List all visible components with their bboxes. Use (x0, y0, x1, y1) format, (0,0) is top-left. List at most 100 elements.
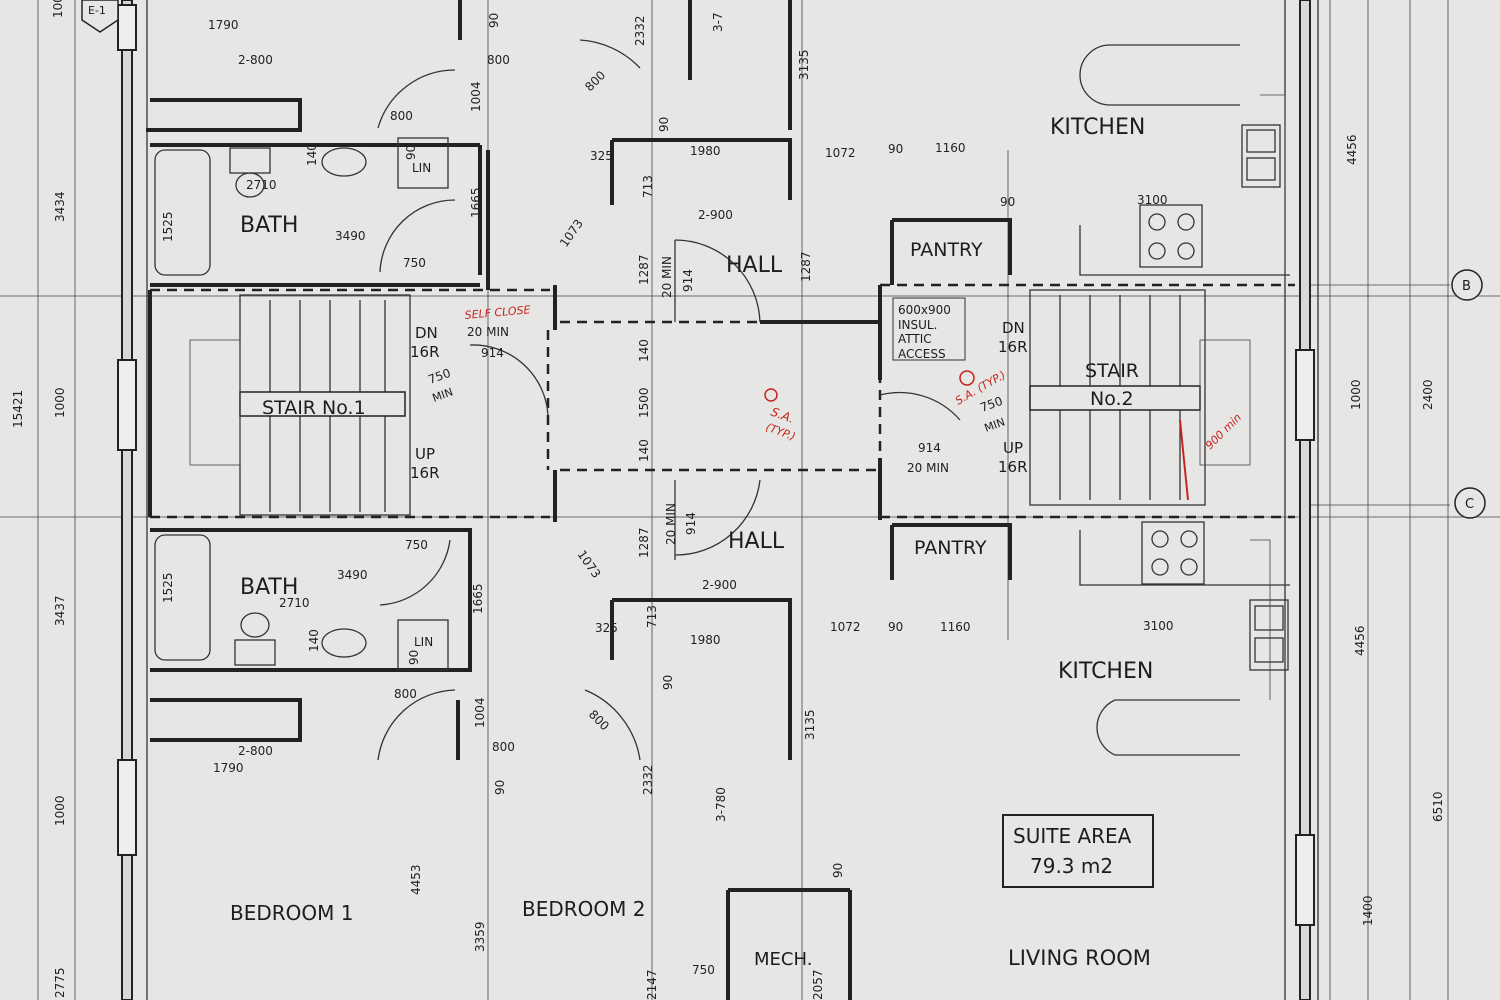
stair-no2-treads (1029, 289, 1251, 506)
dim-800-door-top: 800 (582, 68, 608, 94)
dim-1073-top: 1073 (557, 217, 586, 250)
dim-800-top-b: 800 (487, 53, 510, 67)
dim-3490-top: 3490 (335, 229, 366, 243)
room-label-hall-bottom: HALL (728, 529, 785, 554)
room-label-mech: MECH. (754, 949, 812, 970)
dim-1000-left-a: 1000 (53, 387, 67, 418)
dim-2800-bottom: 2-800 (238, 744, 273, 758)
dim-1000-left-b: 1000 (53, 795, 67, 826)
label-up-stair-1: UP (415, 445, 435, 463)
dim-140-mid-a: 140 (637, 339, 651, 362)
markup-sa-typ-b: (TYP.) (764, 421, 797, 444)
dim-90-lin-bottom: 90 (407, 650, 421, 665)
dim-3135-bottom: 3135 (803, 709, 817, 740)
dim-90-b: 90 (657, 117, 671, 132)
dim-1665-top: 1665 (469, 187, 483, 218)
label-up-stair-2-risers: 16R (998, 458, 1028, 476)
room-label-hall-top: HALL (726, 253, 783, 278)
dim-2332-bottom: 2332 (641, 764, 655, 795)
dim-6510: 6510 (1431, 791, 1445, 822)
sheet-ref-label: E-1 (88, 4, 106, 17)
room-label-stair-2-line1: STAIR (1085, 360, 1139, 382)
label-dn-stair-1-risers: 16R (410, 343, 440, 361)
label-20min-hall-top: 20 MIN (660, 256, 674, 298)
dim-140-mid-b: 140 (637, 439, 651, 462)
dim-800-bottom-b: 800 (492, 740, 515, 754)
room-label-stair-2-line2: No.2 (1090, 388, 1134, 410)
kitchen-fixtures-top (1079, 44, 1290, 276)
dim-1525-bottom: 1525 (161, 572, 175, 603)
label-attic-line4: ACCESS (898, 347, 946, 361)
dim-750-top: 750 (403, 256, 426, 270)
dim-90-g: 90 (493, 780, 507, 795)
label-lin-top: LIN (412, 161, 431, 175)
dim-1073-bottom: 1073 (575, 548, 604, 581)
suite-area-box (1002, 814, 1154, 888)
label-20min-hall-bottom: 20 MIN (664, 503, 678, 545)
kitchen-fixtures-bottom (1079, 521, 1290, 756)
dim-3490-bottom: 3490 (337, 568, 368, 582)
dim-15421: 15421 (11, 390, 25, 428)
dim-2775: 2775 (53, 967, 67, 998)
dim-750-bottom: 750 (405, 538, 428, 552)
room-label-bedroom-2: BEDROOM 2 (522, 897, 645, 921)
dim-1287-top-b: 1287 (799, 251, 813, 282)
label-dn-stair-1: DN (415, 324, 438, 342)
dim-325-bottom: 325 (595, 621, 618, 635)
label-20min-stair-2: 20 MIN (907, 461, 949, 475)
door-swings (377, 39, 961, 761)
dim-90-a: 90 (487, 13, 501, 28)
dim-90-mech: 90 (831, 863, 845, 878)
dim-1287-bottom: 1287 (637, 527, 651, 558)
suite-area-title: SUITE AREA (1013, 824, 1132, 848)
dim-713-top: 713 (641, 175, 655, 198)
label-attic-line2: INSUL. (898, 318, 937, 332)
dim-2900-top: 2-900 (698, 208, 733, 222)
dim-2057: 2057 (811, 969, 825, 1000)
dim-750-stair-2: 750 (978, 394, 1004, 415)
dim-800-door-bottom: 800 (586, 707, 612, 733)
dim-1525-top: 1525 (161, 211, 175, 242)
dim-914-stair-2: 914 (918, 441, 941, 455)
dim-750-mech: 750 (692, 963, 715, 977)
markup-self-close: SELF CLOSE (464, 303, 531, 322)
dim-1072-bottom: 1072 (830, 620, 861, 634)
dim-713-bottom: 713 (645, 605, 659, 628)
dim-2710-bottom: 2710 (279, 596, 310, 610)
dim-3434: 3434 (53, 191, 67, 222)
label-min-stair-2: MIN (983, 415, 1007, 434)
dim-1665-bottom: 1665 (471, 583, 485, 614)
room-label-pantry-bottom: PANTRY (914, 537, 987, 559)
dim-325-top: 325 (590, 149, 613, 163)
dim-3100-bottom: 3100 (1143, 619, 1174, 633)
dim-1160-top: 1160 (935, 141, 966, 155)
dim-2147: 2147 (645, 969, 659, 1000)
room-label-bedroom-1: BEDROOM 1 (230, 901, 353, 925)
dim-3780-top: 3-7 (711, 12, 725, 32)
dim-90-e: 90 (888, 620, 903, 634)
dim-3780-bottom: 3-780 (714, 787, 728, 822)
room-label-living-room: LIVING ROOM (1008, 946, 1151, 970)
room-label-bath-bottom: BATH (240, 575, 298, 600)
grid-label-c: C (1465, 497, 1474, 512)
dim-100: 100 (51, 0, 65, 18)
dim-1500: 1500 (637, 387, 651, 418)
room-label-kitchen-top: KITCHEN (1050, 115, 1145, 140)
suite-area-value: 79.3 m2 (1030, 854, 1113, 878)
dim-3359: 3359 (473, 921, 487, 952)
dim-90-d: 90 (1000, 195, 1015, 209)
room-label-stair-1: STAIR No.1 (262, 397, 366, 419)
bath-fixtures-top (154, 137, 449, 276)
dim-800-top-a: 800 (390, 109, 413, 123)
dim-914-bottom: 914 (684, 512, 698, 535)
dim-1400: 1400 (1361, 895, 1375, 926)
dim-2710-top: 2710 (246, 178, 277, 192)
dim-4453: 4453 (409, 864, 423, 895)
dim-2332-top: 2332 (633, 15, 647, 46)
dim-1790-bottom: 1790 (213, 761, 244, 775)
red-markup-symbols (764, 370, 1189, 501)
label-20min-stair-1: 20 MIN (467, 325, 509, 339)
label-attic-line3: ATTIC (898, 332, 932, 346)
dim-3437: 3437 (53, 595, 67, 626)
